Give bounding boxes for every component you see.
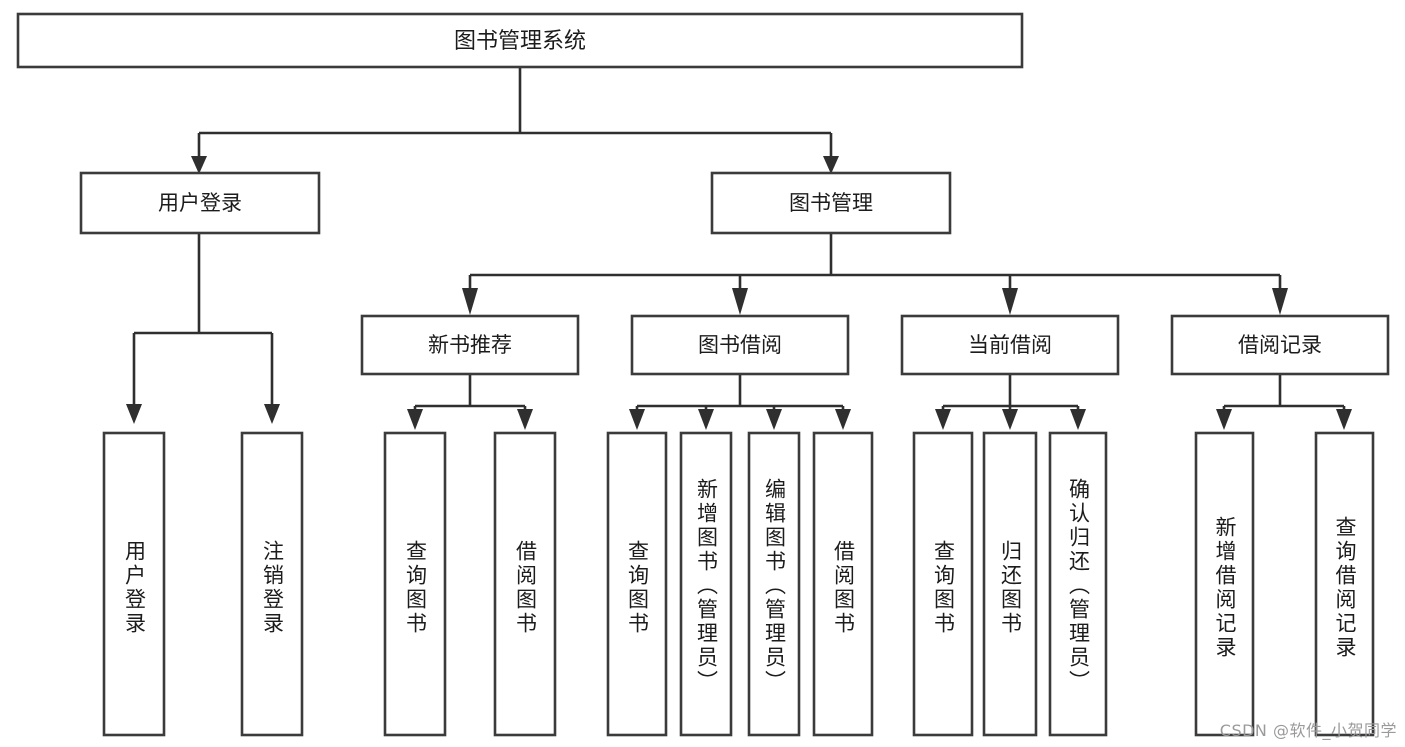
nodes-group: 图书管理系统 用户登录 图书管理 新书推荐 图书借阅 当前借阅 借阅记录	[16, 12, 1390, 737]
node-box-leaf-add-record[interactable]	[1194, 431, 1255, 737]
arrow-to-borrow-record	[1272, 288, 1288, 315]
node-box-leaf-borrow-book-1[interactable]	[493, 431, 557, 737]
node-label-book-manage: 图书管理	[789, 191, 873, 215]
arrow-leaf-confirm-return	[1070, 409, 1086, 430]
node-box-leaf-query-book-2[interactable]	[606, 431, 668, 737]
node-box-leaf-return-book[interactable]	[982, 431, 1038, 737]
arrow-leaf-borrow-book-2	[835, 409, 851, 430]
node-label-book-borrow: 图书借阅	[698, 333, 782, 357]
edges-group	[126, 67, 1352, 430]
arrow-leaf-query-book-3	[935, 409, 951, 430]
node-box-current-borrow[interactable]	[900, 314, 1120, 376]
node-box-leaf-edit-book[interactable]	[747, 431, 801, 737]
arrow-leaf-return-book	[1002, 409, 1018, 430]
node-box-borrow-record[interactable]	[1170, 314, 1390, 376]
node-box-leaf-borrow-book-2[interactable]	[812, 431, 874, 737]
node-box-root[interactable]	[16, 12, 1024, 69]
node-box-leaf-confirm-return[interactable]	[1048, 431, 1108, 737]
arrow-to-user-login	[191, 156, 207, 174]
arrow-leaf-add-book	[698, 409, 714, 430]
node-box-new-book-recommend[interactable]	[360, 314, 580, 376]
node-box-leaf-user-logout[interactable]	[240, 431, 304, 737]
arrow-leaf-add-record	[1216, 409, 1232, 430]
node-label-new-book-recommend: 新书推荐	[428, 333, 512, 357]
node-box-leaf-add-book[interactable]	[679, 431, 733, 737]
arrow-to-new-book-recommend	[462, 288, 478, 315]
arrow-leaf-query-record	[1336, 409, 1352, 430]
node-label-root: 图书管理系统	[454, 29, 586, 54]
node-box-leaf-query-book-1[interactable]	[383, 431, 447, 737]
node-box-leaf-user-login[interactable]	[102, 431, 166, 737]
node-box-book-borrow[interactable]	[630, 314, 850, 376]
arrow-to-book-borrow	[732, 288, 748, 315]
arrow-leaf-query-book-2	[629, 409, 645, 430]
arrow-leaf-user-login	[126, 404, 142, 424]
arrow-leaf-user-logout	[264, 404, 280, 424]
arrow-to-current-borrow	[1002, 288, 1018, 315]
arrow-leaf-edit-book	[766, 409, 782, 430]
node-box-user-login[interactable]	[79, 171, 321, 235]
node-label-current-borrow: 当前借阅	[968, 333, 1052, 357]
arrow-to-book-manage	[823, 156, 839, 174]
watermark-text: CSDN @软件_小贺同学	[1219, 721, 1397, 740]
arrow-leaf-query-book-1	[407, 409, 423, 430]
node-box-book-manage[interactable]	[710, 171, 952, 235]
node-label-borrow-record: 借阅记录	[1238, 333, 1322, 357]
arrow-leaf-borrow-book-1	[517, 409, 533, 430]
node-box-leaf-query-book-3[interactable]	[912, 431, 974, 737]
node-box-leaf-query-record[interactable]	[1314, 431, 1375, 737]
node-label-user-login: 用户登录	[158, 191, 242, 215]
